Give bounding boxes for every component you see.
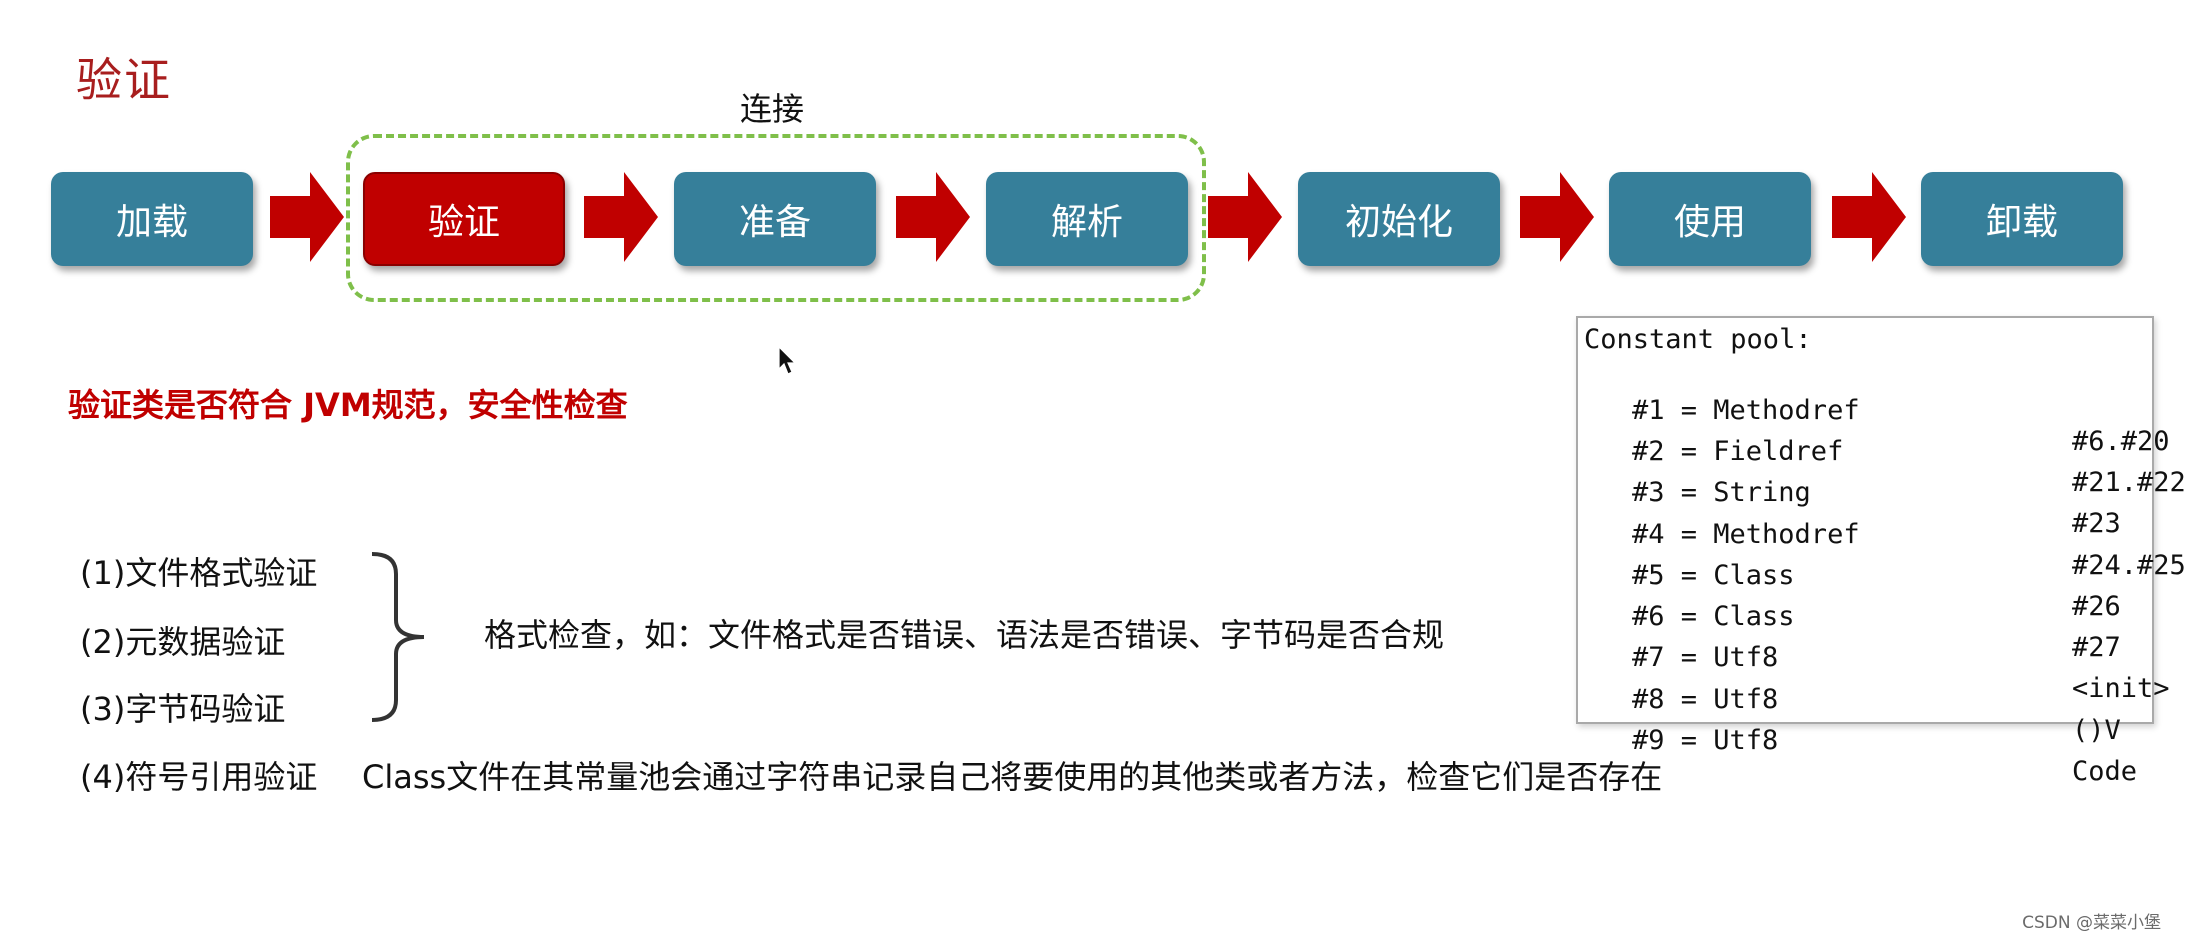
cp-entry: #6 = Class	[1632, 601, 1795, 632]
right-arrow-icon	[584, 172, 658, 262]
cp-ref: #23	[2072, 508, 2121, 539]
cp-entry: #8 = Utf8	[1632, 684, 1779, 715]
slide-title: 验证	[76, 53, 172, 107]
stage-prepare: 准备	[674, 172, 876, 266]
constant-pool-panel: Constant pool: #1 = Methodref #6.#20 #2 …	[1576, 316, 2186, 787]
cp-ref: ()V	[2072, 715, 2121, 746]
cp-entry: #4 = Methodref	[1632, 519, 1860, 550]
stage-load: 加载	[51, 172, 253, 266]
format-check-description: 格式检查，如：文件格式是否错误、语法是否错误、字节码是否合规	[484, 616, 1445, 654]
cp-ref: #27	[2072, 632, 2121, 663]
constant-pool-row: #4 = Methodref #24.#25	[1632, 488, 2198, 581]
constant-pool-row: #3 = String #23	[1632, 446, 2198, 539]
mouse-pointer-icon	[778, 345, 797, 375]
cp-entry: #2 = Fieldref	[1632, 436, 1844, 467]
connect-group-label: 连接	[740, 90, 805, 128]
cp-ref: #26	[2072, 591, 2121, 622]
right-arrow-icon	[1520, 172, 1594, 262]
cp-entry: #7 = Utf8	[1632, 642, 1779, 673]
constant-pool-row: #2 = Fieldref #21.#22	[1632, 405, 2198, 498]
constant-pool-row: #8 = Utf8 ()V	[1632, 653, 2198, 746]
cp-ref: #21.#22	[2072, 467, 2186, 498]
right-curly-brace-icon	[371, 552, 425, 722]
stage-unload: 卸载	[1921, 172, 2123, 266]
check-metadata: (2)元数据验证	[80, 623, 286, 661]
constant-pool-row: #1 = Methodref #6.#20	[1632, 364, 2198, 457]
verify-subtitle: 验证类是否符合 JVM规范，安全性检查	[68, 386, 628, 424]
stage-initialize: 初始化	[1298, 172, 1500, 266]
cp-ref: <init>	[2072, 673, 2170, 704]
cp-ref: #24.#25	[2072, 550, 2186, 581]
csdn-watermark: CSDN @菜菜小堡	[2022, 913, 2161, 933]
cp-entry: #9 = Utf8	[1632, 725, 1779, 756]
stage-use: 使用	[1609, 172, 1811, 266]
check-file-format: (1)文件格式验证	[80, 554, 318, 592]
stage-verify: 验证	[363, 172, 565, 266]
check-symbol-reference: (4)符号引用验证	[80, 758, 318, 796]
cp-entry: #3 = String	[1632, 477, 1811, 508]
cp-ref: #6.#20	[2072, 426, 2170, 457]
right-arrow-icon	[270, 172, 344, 262]
cp-entry: #1 = Methodref	[1632, 395, 1860, 426]
right-arrow-icon	[896, 172, 970, 262]
constant-pool-header: Constant pool:	[1584, 324, 1812, 355]
cp-ref: Code	[2072, 756, 2138, 787]
right-arrow-icon	[1832, 172, 1906, 262]
constant-pool-row: #7 = Utf8 <init>	[1632, 611, 2198, 704]
cp-entry: #5 = Class	[1632, 560, 1795, 591]
connect-group-outline	[346, 134, 1206, 302]
constant-pool-row: #5 = Class #26	[1632, 529, 2198, 622]
stage-resolve: 解析	[986, 172, 1188, 266]
check-bytecode: (3)字节码验证	[80, 690, 286, 728]
right-arrow-icon	[1208, 172, 1282, 262]
symbol-reference-description: Class文件在其常量池会通过字符串记录自己将要使用的其他类或者方法，检查它们是…	[362, 758, 1663, 796]
constant-pool-row: #6 = Class #27	[1632, 570, 2198, 663]
constant-pool-row: #9 = Utf8 Code	[1632, 694, 2198, 787]
